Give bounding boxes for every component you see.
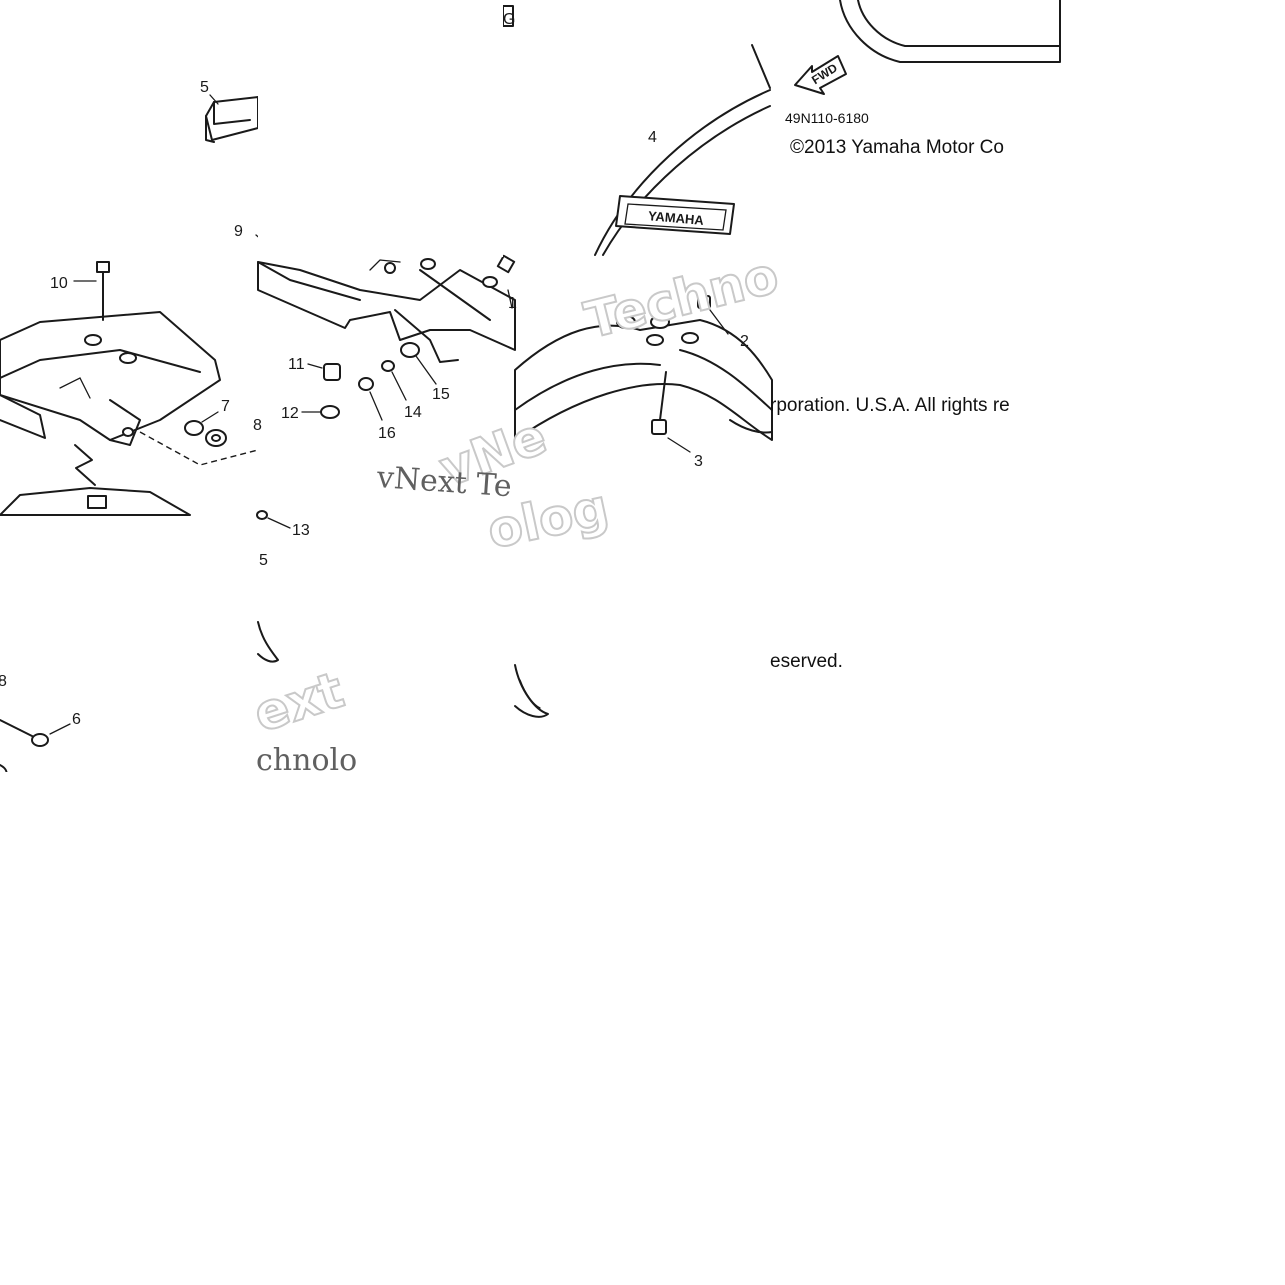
copyright-line-2: rporation. U.S.A. All rights re xyxy=(770,395,1010,416)
rear-fender-assembly xyxy=(0,311,221,446)
callout-13: 13 xyxy=(292,522,310,539)
front-fender-body xyxy=(514,315,773,441)
washer-8 xyxy=(205,429,227,447)
callout-2: 2 xyxy=(740,333,749,350)
callout-14: 14 xyxy=(404,404,422,421)
blank-bottom-area xyxy=(0,772,1285,1285)
callout-8a: 8 xyxy=(253,417,262,434)
leader-11 xyxy=(307,363,323,369)
bolt-3 xyxy=(651,371,667,435)
part-number: 49N110-6180 xyxy=(785,110,869,126)
callout-6: 6 xyxy=(72,711,81,728)
callout-5b: 5 xyxy=(259,552,268,569)
leader-2 xyxy=(709,309,729,335)
zigzag-break xyxy=(74,444,96,486)
callout-16: 16 xyxy=(378,425,396,442)
collar-2 xyxy=(697,295,711,309)
callout-1: 1 xyxy=(508,295,517,312)
callout-5a: 5 xyxy=(200,79,209,96)
callout-11: 11 xyxy=(288,356,305,373)
mud-flap xyxy=(257,258,516,363)
lower-right-hook xyxy=(514,664,549,718)
leader-7 xyxy=(201,411,219,423)
washer-15 xyxy=(400,342,420,358)
front-fender-top xyxy=(839,0,1061,63)
callout-7: 7 xyxy=(221,398,230,415)
bolt-1 xyxy=(482,254,516,288)
bolt-10 xyxy=(96,261,110,321)
blank-tile-top-middle xyxy=(258,0,503,257)
callout-9: 9 xyxy=(234,223,243,240)
watermark-ext: ext xyxy=(247,661,351,744)
yamaha-decal xyxy=(615,195,735,235)
copyright-line-3: eserved. xyxy=(770,651,843,672)
callout-10: 10 xyxy=(50,275,68,292)
callout-4: 4 xyxy=(648,129,657,146)
leader-14 xyxy=(391,371,407,401)
copyright-line-1: ©2013 Yamaha Motor Co xyxy=(790,137,1004,158)
callout-3: 3 xyxy=(694,453,703,470)
leader-3 xyxy=(667,437,691,453)
callout-12: 12 xyxy=(281,405,299,422)
blank-right-area xyxy=(1030,160,1285,772)
spacer-11 xyxy=(323,363,341,381)
fwd-arrow xyxy=(794,55,847,95)
leader-1 xyxy=(507,289,513,309)
callout-8b: 8 xyxy=(0,673,7,690)
nut-12 xyxy=(320,405,340,419)
nut-7 xyxy=(184,420,204,436)
decal-brand-text: YAMAHA xyxy=(647,208,705,228)
bracket-part-5 xyxy=(205,96,259,143)
rear-fender-shell xyxy=(594,44,771,256)
lower-left-bolt-6 xyxy=(0,719,49,747)
lower-fender-fragment xyxy=(0,487,191,516)
screw-13 xyxy=(256,510,268,520)
dash-line-a xyxy=(139,431,259,466)
nut-16 xyxy=(358,377,374,391)
leader-15 xyxy=(415,355,437,385)
collar-14 xyxy=(381,360,395,372)
top-fragment-text: G xyxy=(503,11,515,28)
leader-16 xyxy=(369,391,383,421)
leader-13 xyxy=(267,517,291,529)
callout-15: 15 xyxy=(432,386,450,403)
lower-center-hook xyxy=(257,621,279,663)
leader-6 xyxy=(49,723,71,735)
leader-5a xyxy=(209,94,219,105)
